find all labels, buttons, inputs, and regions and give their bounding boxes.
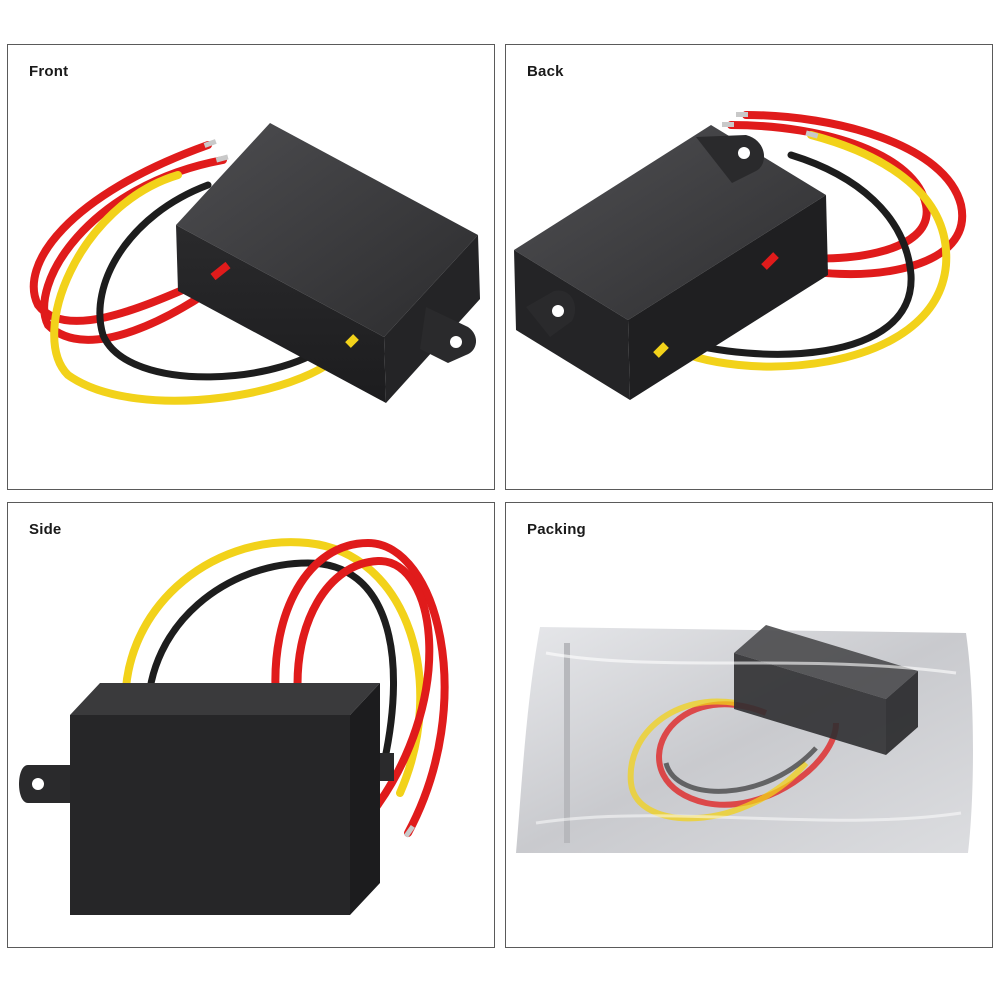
packing-view-panel: Packing	[505, 502, 993, 948]
side-view-panel: Side	[7, 502, 495, 948]
side-label: Side	[29, 521, 62, 538]
back-view-panel: Back	[505, 44, 993, 490]
front-label: Front	[29, 63, 69, 80]
back-converter-image	[514, 111, 967, 400]
packing-label: Packing	[527, 521, 586, 538]
side-converter-image	[19, 538, 449, 915]
front-converter-image	[29, 123, 480, 405]
packing-bag-image	[516, 625, 973, 853]
back-label: Back	[527, 63, 564, 80]
front-view-panel: Front	[7, 44, 495, 490]
